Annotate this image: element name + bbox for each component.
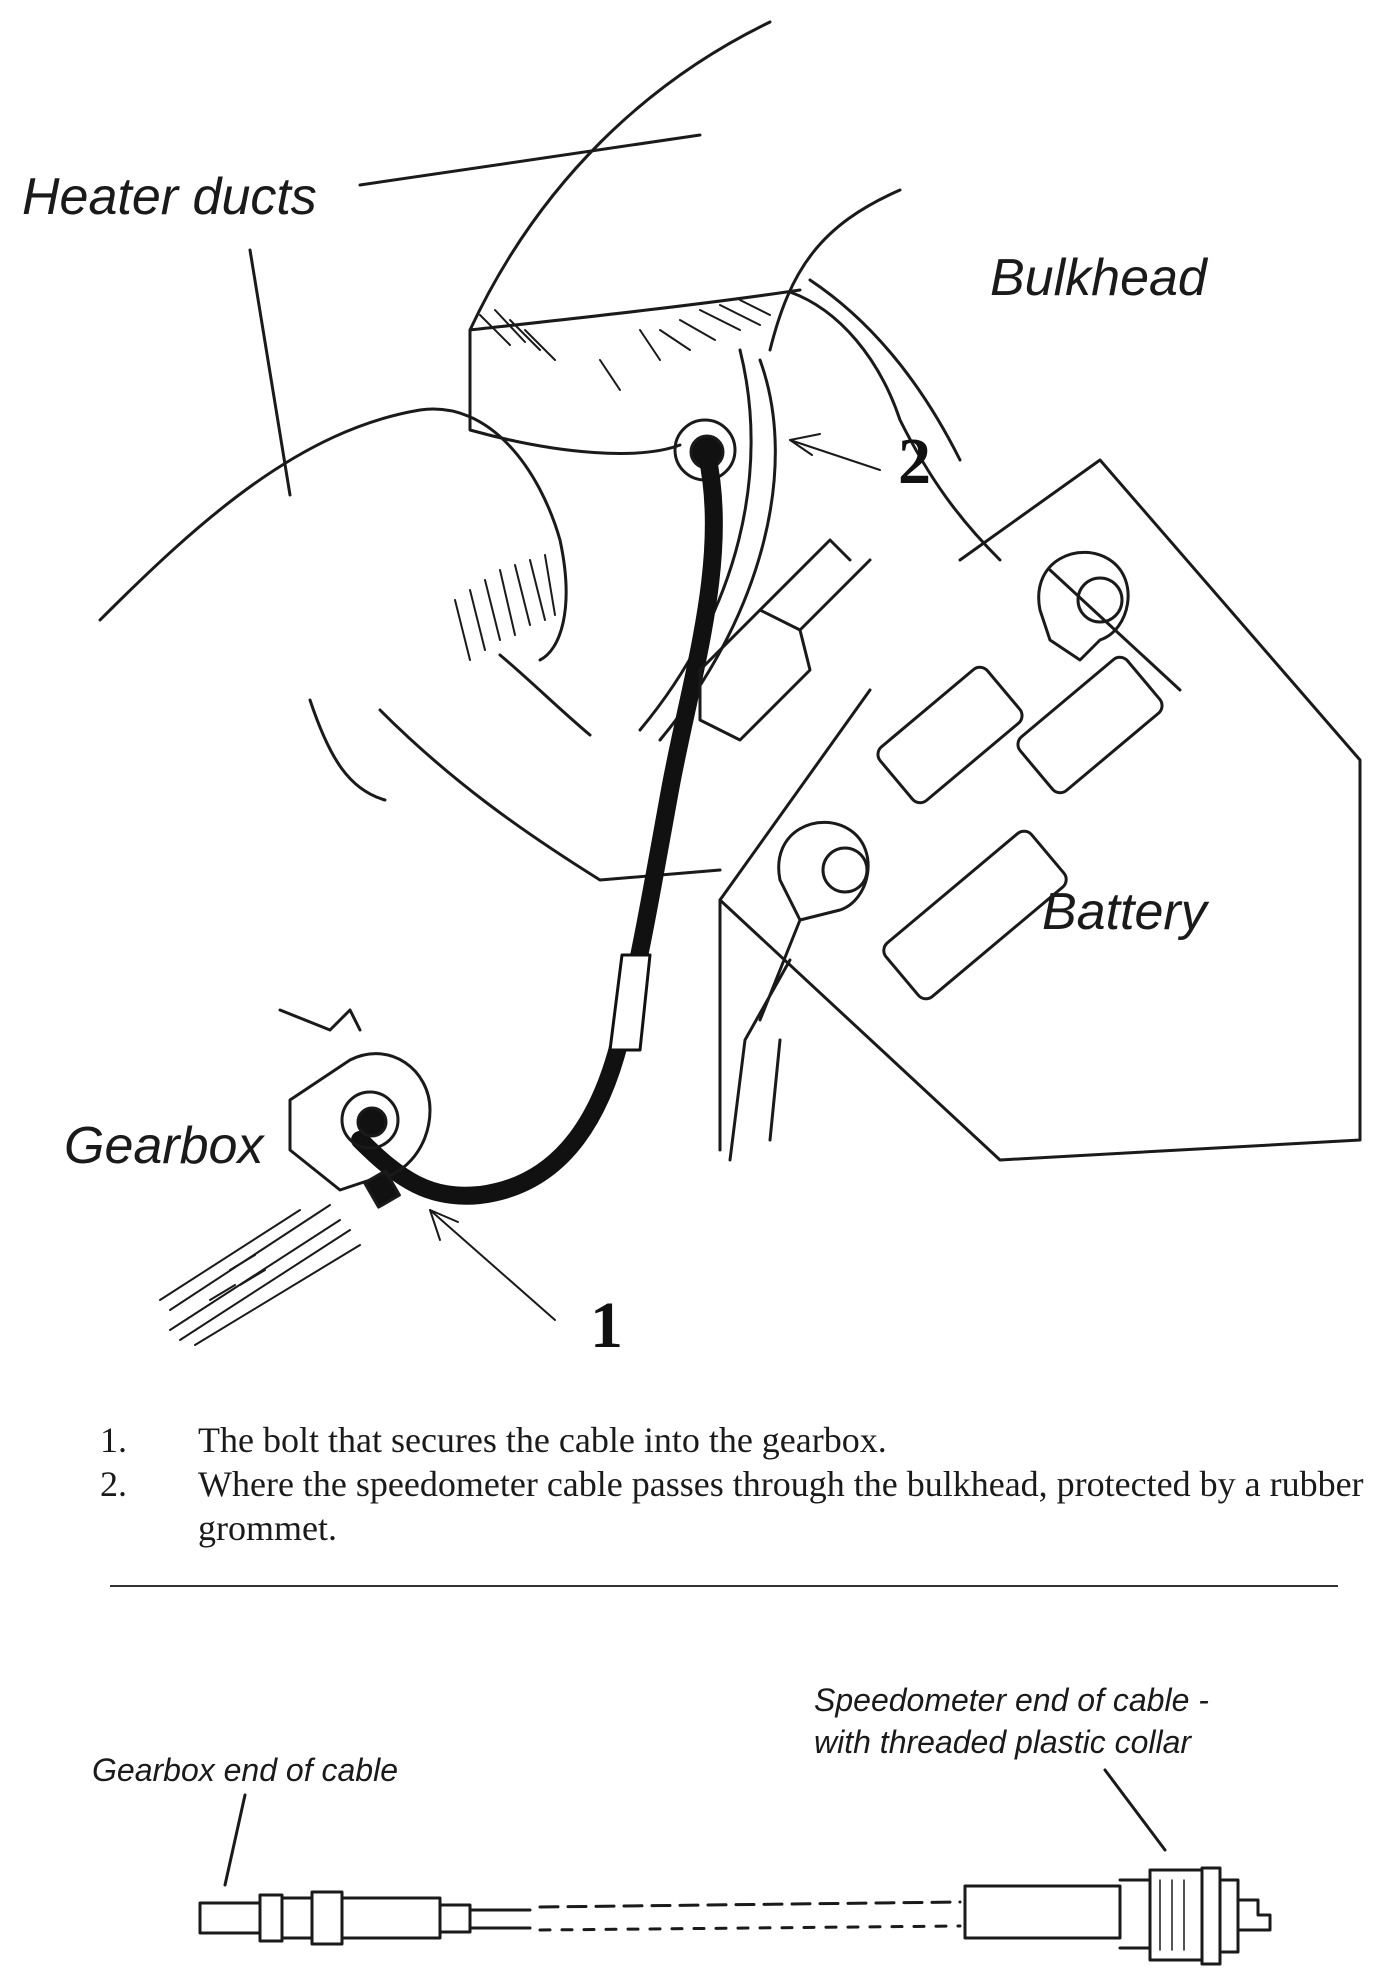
callout-2-pointer [789,439,881,471]
note-item-1: 1. The bolt that secures the cable into … [100,1418,1400,1462]
speedometer-cable [351,446,723,1205]
gearbox-end-pointer [223,1793,247,1887]
engine-bay-illustration [98,20,1362,1346]
gearbox-label: Gearbox [64,1117,264,1175]
speedometer-end-label-line1: Speedometer end of cable - [814,1682,1209,1718]
callout-1: 1 [590,1289,623,1362]
note-number: 1. [100,1420,127,1460]
speedometer-end-label-line2: with threaded plastic collar [814,1724,1192,1760]
note-item-2: 2. Where the speedometer cable passes th… [100,1462,1400,1550]
notes-list: 1. The bolt that secures the cable into … [100,1418,1400,1550]
callout-2: 2 [898,425,931,498]
heater-ducts-pointer-upper [358,133,702,187]
heater-duct-lower [98,407,568,662]
battery-terminal-negative [777,820,870,922]
heater-duct-upper [468,20,772,455]
threaded-plastic-collar [1148,1868,1204,1962]
battery-terminal-positive [1037,550,1130,662]
speedometer-end-body [963,1884,1122,1940]
bulkhead-outline [788,290,1002,562]
heater-ducts-label: Heater ducts [22,168,317,226]
bulkhead-label: Bulkhead [990,249,1207,307]
callout-1-pointer [429,1209,556,1321]
note-number: 2. [100,1464,127,1504]
note-text: Where the speedometer cable passes throu… [198,1464,1364,1548]
speedometer-end-pointer [1103,1768,1167,1852]
note-text: The bolt that secures the cable into the… [198,1420,887,1460]
gearbox-bolt [340,1090,400,1150]
battery-outline [718,458,1362,1162]
battery-cells [876,655,1164,1001]
battery-label: Battery [1042,883,1207,941]
heater-ducts-pointer-lower [248,248,292,497]
gearbox-end-label: Gearbox end of cable [92,1752,398,1788]
gearbox-end-tip [198,1901,262,1935]
